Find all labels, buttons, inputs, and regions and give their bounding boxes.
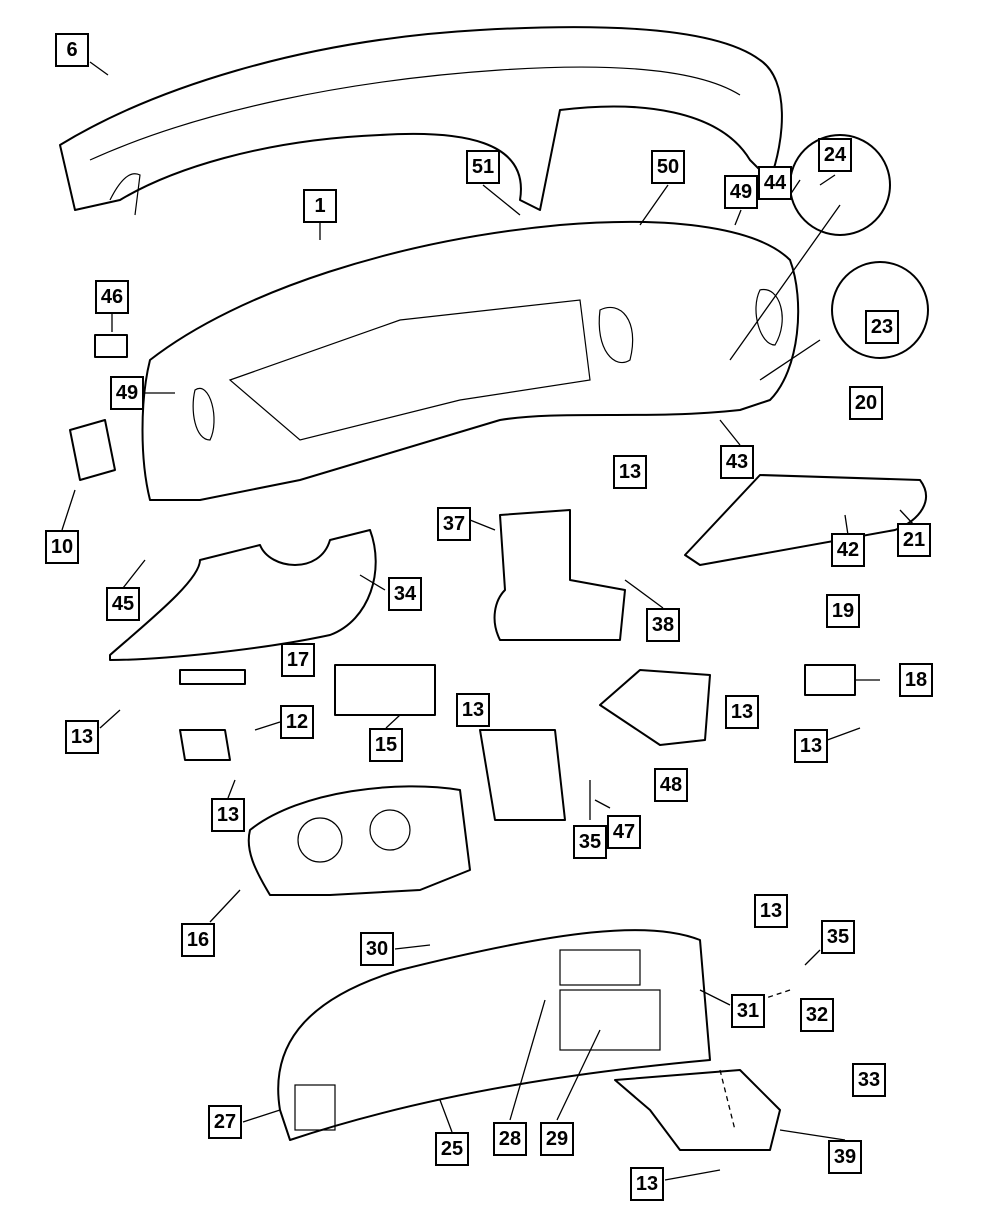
callout-13: 13 — [613, 455, 647, 489]
callout-34: 34 — [388, 577, 422, 611]
callout-23: 23 — [865, 310, 899, 344]
center-bracket — [493, 509, 626, 641]
callout-13: 13 — [794, 729, 828, 763]
callout-47: 47 — [607, 815, 641, 849]
callout-13: 13 — [65, 720, 99, 754]
instrument-panel — [141, 220, 800, 501]
bracket-17 — [179, 669, 246, 685]
callout-19: 19 — [826, 594, 860, 628]
callout-49: 49 — [724, 175, 758, 209]
callout-28: 28 — [493, 1122, 527, 1156]
callout-33: 33 — [852, 1063, 886, 1097]
callout-48: 48 — [654, 768, 688, 802]
callout-25: 25 — [435, 1132, 469, 1166]
instrument-cluster — [247, 785, 471, 896]
callout-39: 39 — [828, 1140, 862, 1174]
callout-18: 18 — [899, 663, 933, 697]
callout-13: 13 — [754, 894, 788, 928]
callout-6: 6 — [55, 33, 89, 67]
callout-30: 30 — [360, 932, 394, 966]
callout-1: 1 — [303, 189, 337, 223]
callout-31: 31 — [731, 994, 765, 1028]
callout-24: 24 — [818, 138, 852, 172]
callout-49: 49 — [110, 376, 144, 410]
cover-48 — [599, 669, 711, 746]
detail-circle-23 — [831, 261, 929, 359]
callout-35: 35 — [821, 920, 855, 954]
ash-receiver — [614, 1069, 781, 1151]
callout-21: 21 — [897, 523, 931, 557]
callout-38: 38 — [646, 608, 680, 642]
callout-42: 42 — [831, 533, 865, 567]
callout-10: 10 — [45, 530, 79, 564]
callout-15: 15 — [369, 728, 403, 762]
callout-13: 13 — [725, 695, 759, 729]
callout-46: 46 — [95, 280, 129, 314]
glove-box — [684, 474, 927, 566]
radio-bracket — [334, 664, 436, 716]
clip-46 — [94, 334, 128, 358]
callout-13: 13 — [211, 798, 245, 832]
callout-29: 29 — [540, 1122, 574, 1156]
callout-13: 13 — [630, 1167, 664, 1201]
callout-16: 16 — [181, 923, 215, 957]
switch-18 — [804, 664, 856, 696]
callout-45: 45 — [106, 587, 140, 621]
steering-column-cover — [109, 529, 377, 661]
callout-27: 27 — [208, 1105, 242, 1139]
callout-50: 50 — [651, 150, 685, 184]
callout-51: 51 — [466, 150, 500, 184]
callout-37: 37 — [437, 507, 471, 541]
callout-32: 32 — [800, 998, 834, 1032]
panel-10 — [69, 419, 116, 481]
callout-17: 17 — [281, 643, 315, 677]
bezel-47 — [479, 729, 566, 821]
callout-35: 35 — [573, 825, 607, 859]
callout-13: 13 — [456, 693, 490, 727]
callout-44: 44 — [758, 166, 792, 200]
headlamp-switch — [179, 729, 231, 761]
callout-43: 43 — [720, 445, 754, 479]
callout-20: 20 — [849, 386, 883, 420]
cluster-bezel — [277, 929, 711, 1141]
callout-12: 12 — [280, 705, 314, 739]
